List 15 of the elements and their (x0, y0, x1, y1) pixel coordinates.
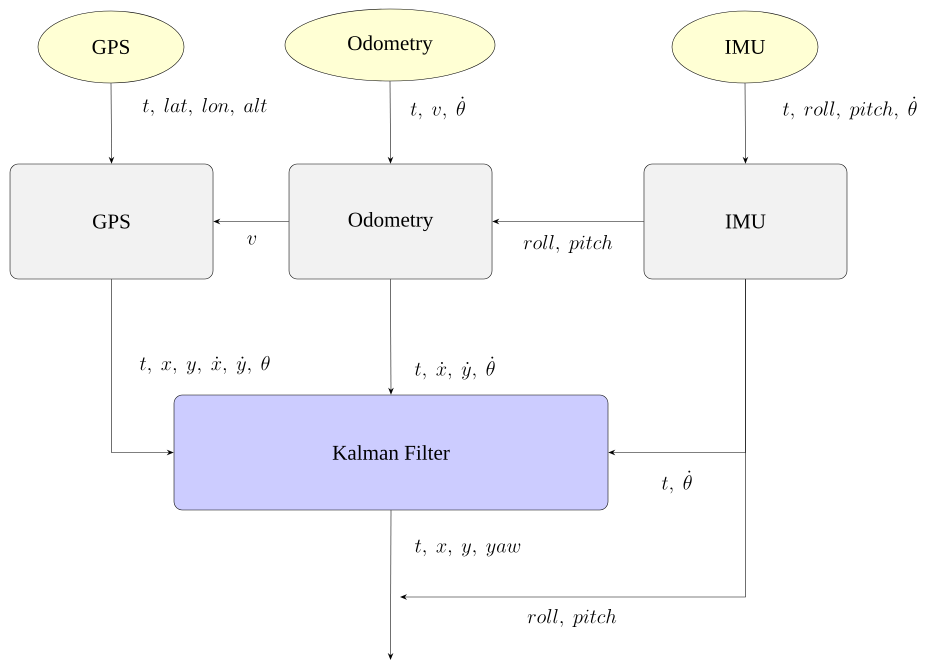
module-box: Odometry (288, 164, 492, 280)
edge-label: $t,\ x,\ y,\ \dot{x},\ \dot{y},\ \theta$ (138, 354, 272, 376)
edge-label: $t,\ \dot{\theta}$ (660, 469, 694, 495)
arrow (400, 279, 746, 600)
edge-label: $v$ (245, 234, 259, 246)
module-box: GPS (10, 164, 214, 280)
filter-box: Kalman Filter (174, 394, 608, 510)
edge-label: $t,\ v,\ \dot{\theta}$ (408, 95, 468, 121)
edge-label: $t,\ roll,\ pitch,\ \dot{\theta}$ (781, 95, 919, 121)
edge-label: $roll,\ pitch$ (526, 608, 618, 628)
edge-label: $t,\ x,\ y,\ yaw$ (413, 538, 523, 558)
edge-label: $t,\ \dot{x},\ \dot{y},\ \dot{\theta}$ (413, 355, 497, 381)
module-box: IMU (644, 164, 848, 280)
edge-label: $t,\ lat,\ lon,\ alt$ (141, 96, 269, 118)
edge-label: $roll,\ pitch$ (522, 234, 614, 254)
